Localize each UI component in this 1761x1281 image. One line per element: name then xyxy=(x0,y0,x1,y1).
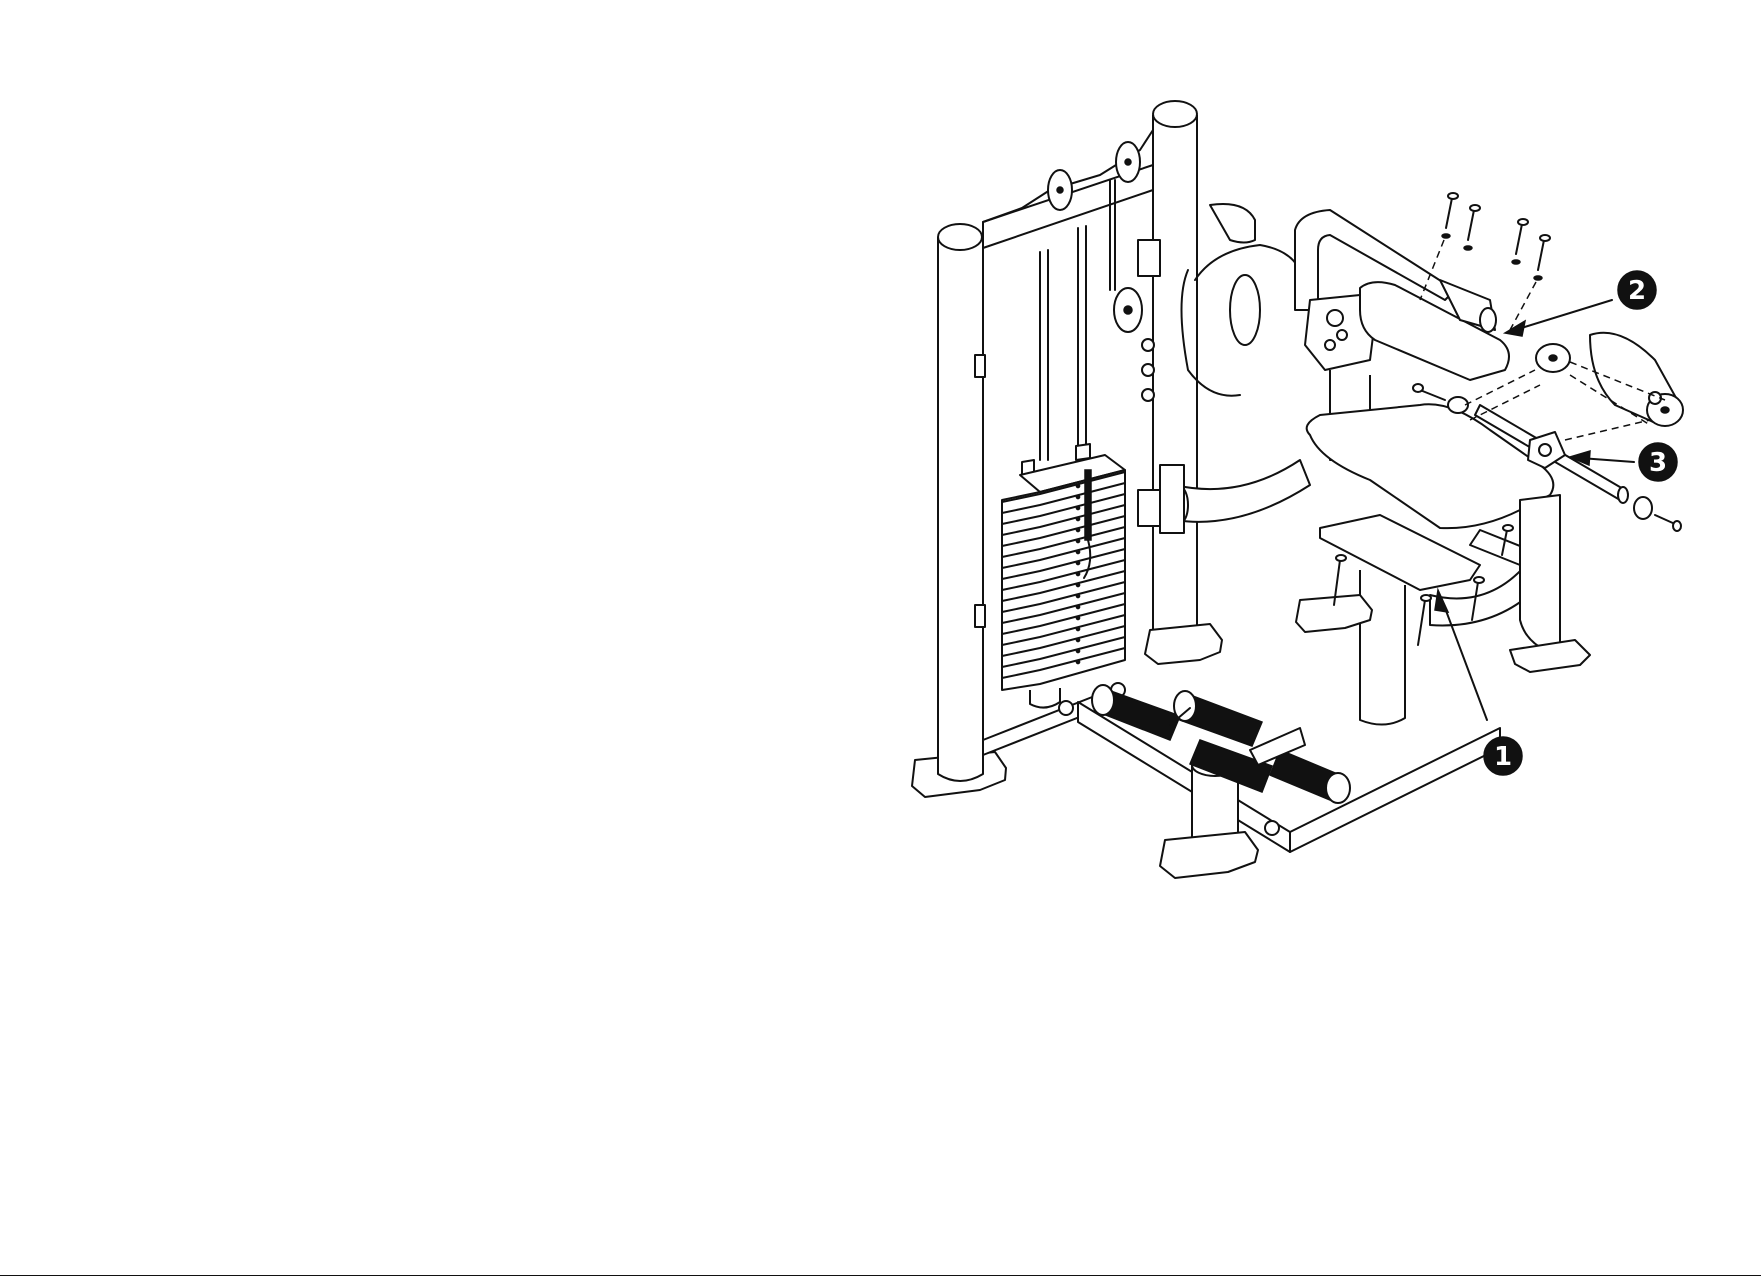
weight-plates xyxy=(1002,470,1125,690)
callout-1-label: 1 xyxy=(1494,742,1512,772)
pin-hole xyxy=(1076,495,1079,498)
pin-hole xyxy=(1076,583,1079,586)
pin-hole xyxy=(1076,550,1079,553)
weight-stack-frame xyxy=(912,101,1222,797)
pin-hole xyxy=(1076,660,1079,663)
left-post-cap xyxy=(938,224,982,250)
pin-hole xyxy=(1076,528,1079,531)
seat-pad xyxy=(1307,404,1554,528)
pin-hole xyxy=(1076,594,1079,597)
pin-hole xyxy=(1076,638,1079,641)
pin-hole xyxy=(1076,484,1079,487)
weight-stack xyxy=(1002,444,1125,708)
right-foot-plate xyxy=(1145,624,1222,664)
pin-hole xyxy=(1076,506,1079,509)
main-seat-frame xyxy=(1160,204,1590,725)
foot-roller-assembly xyxy=(983,683,1500,878)
pin-hole xyxy=(1076,616,1079,619)
callout-3-label: 3 xyxy=(1649,448,1667,478)
pin-hole xyxy=(1076,517,1079,520)
pin-hole xyxy=(1076,627,1079,630)
callout-3: 3 xyxy=(1639,443,1677,481)
pin-hole xyxy=(1076,572,1079,575)
right-upright-post xyxy=(1153,115,1197,653)
footer-rule xyxy=(0,1275,1761,1276)
back-arc-frame xyxy=(1210,204,1255,243)
callout-2-label: 2 xyxy=(1628,276,1646,306)
right-post-cap xyxy=(1153,101,1197,127)
left-upright-post xyxy=(938,237,983,781)
pin-hole xyxy=(1076,561,1079,564)
callout-2: 2 xyxy=(1618,271,1656,309)
pin-hole xyxy=(1076,649,1079,652)
post-bracket-upper xyxy=(1138,240,1160,276)
selector-pin xyxy=(1085,470,1091,540)
front-foot-plate xyxy=(1160,832,1258,878)
pin-hole xyxy=(1076,605,1079,608)
callout-1: 1 xyxy=(1484,737,1522,775)
pin-hole xyxy=(1076,539,1079,542)
post-bracket-lower xyxy=(1138,490,1160,526)
